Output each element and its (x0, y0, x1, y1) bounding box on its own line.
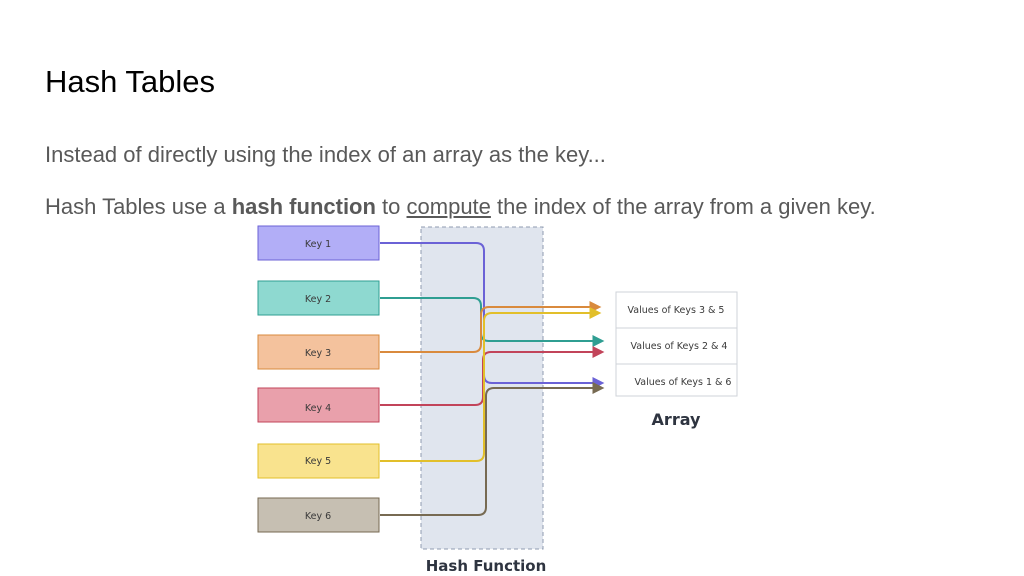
desc-underlined: compute (406, 194, 491, 219)
desc-post: the index of the array from a given key. (490, 194, 876, 219)
key1-connector (380, 242, 605, 389)
key-label-2: Key 2 (305, 294, 331, 305)
array-cell-label-1: Values of Keys 3 & 5 (628, 305, 725, 316)
key-label-5: Key 5 (305, 456, 331, 467)
connectors (380, 242, 605, 516)
array-cell-3 (615, 363, 738, 397)
key-box-1 (257, 225, 380, 261)
key-list: Key 1 Key 2 Key 3 Key 4 Key 5 Key 6 (257, 225, 380, 533)
key-box-3 (257, 334, 380, 370)
desc-bold: hash function (231, 194, 376, 219)
hash-description: Hash Tables use a hash function to compu… (45, 192, 975, 222)
hash-function-caption: Hash Function (426, 557, 547, 575)
array-cell-label-2: Values of Keys 2 & 4 (631, 341, 728, 352)
array: Values of Keys 3 & 5 Values of Keys 2 & … (615, 291, 738, 397)
key-label-4: Key 4 (305, 403, 331, 414)
slide-title: Hash Tables (45, 64, 216, 99)
key-box-2 (257, 280, 380, 316)
key-label-1: Key 1 (305, 239, 331, 250)
array-cell-2 (615, 327, 738, 365)
array-caption: Array (652, 410, 701, 429)
array-cell-label-3: Values of Keys 1 & 6 (635, 377, 732, 388)
key-box-4 (257, 387, 380, 423)
desc-mid: to (375, 194, 407, 219)
key-label-6: Key 6 (305, 511, 331, 522)
desc-pre: Hash Tables use a (45, 194, 232, 219)
key-label-3: Key 3 (305, 348, 331, 359)
key-box-5 (257, 443, 380, 479)
intro-text: Instead of directly using the index of a… (45, 142, 606, 167)
key3-connector (380, 301, 602, 353)
key-box-6 (257, 497, 380, 533)
key6-connector (380, 382, 605, 516)
key5-connector (380, 307, 602, 462)
array-cell-1 (615, 291, 738, 329)
